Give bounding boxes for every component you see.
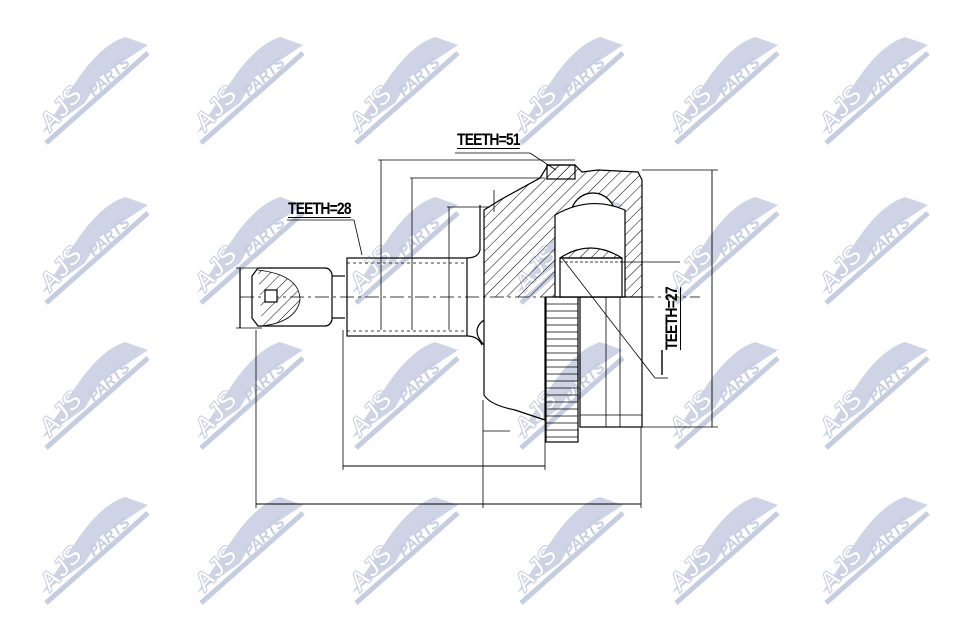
teeth-inner-spline-label: TEETH=27: [662, 287, 681, 350]
watermark-logo: AJS PARTS: [31, 497, 150, 605]
teeth-ring-label: TEETH=51: [457, 130, 521, 149]
abs-tone-ring: [545, 296, 579, 443]
splined-shaft: [346, 257, 468, 337]
teeth-outer-spline-label: TEETH=28: [288, 199, 352, 218]
watermark-logo: AJS PARTS: [341, 37, 460, 145]
watermark-logo: AJS PARTS: [341, 197, 460, 305]
shaft-tip: [251, 267, 333, 327]
bell-housing-lower: [483, 297, 546, 421]
